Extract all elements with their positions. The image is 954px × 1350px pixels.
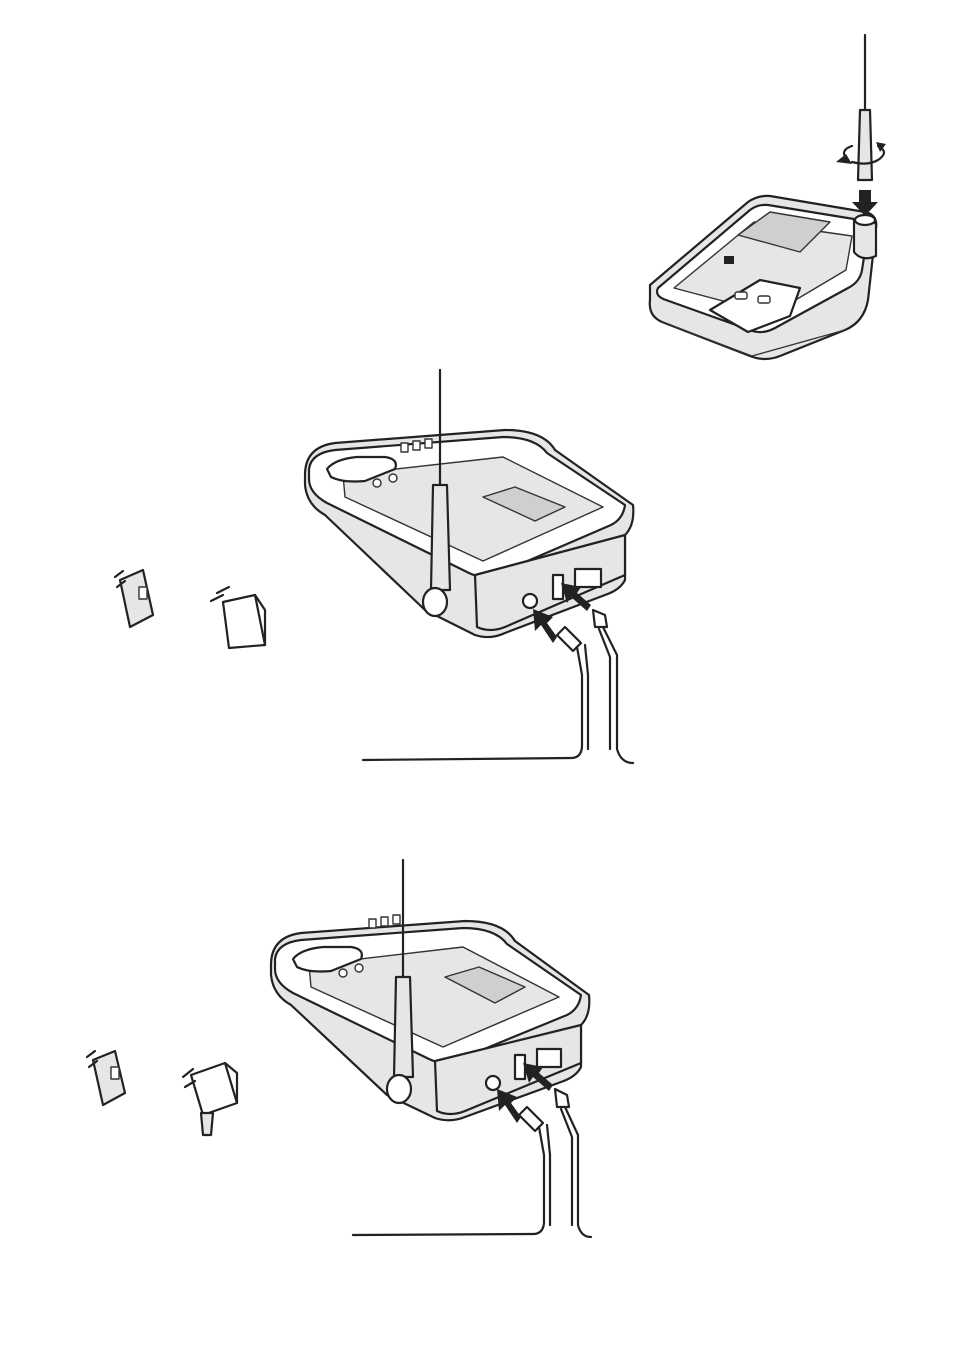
base-key-left (735, 292, 747, 299)
phone-plug (593, 610, 607, 627)
base-top-button-b (381, 917, 388, 926)
base-top-button-b (413, 441, 420, 450)
power-jack (523, 594, 537, 608)
plug-adapter-small (115, 570, 153, 627)
base-top-button-c (425, 439, 432, 448)
plug-adapter-small (87, 1051, 125, 1105)
base-button-2 (389, 474, 397, 482)
base-station-cables-illustration (95, 365, 640, 765)
base-button-2 (355, 964, 363, 972)
base-top-button-c (393, 915, 400, 924)
base-top-button-a (369, 919, 376, 928)
power-cable (363, 647, 582, 760)
line-jack (553, 575, 563, 599)
base-station-cables-illustration-2 (75, 855, 605, 1245)
base-top-button-a (401, 443, 408, 452)
power-cable (353, 1127, 544, 1235)
logo-mark (724, 256, 734, 264)
rj11-socket (575, 569, 601, 587)
power-jack (486, 1076, 500, 1090)
figure-connect-cables-2 (75, 855, 605, 1245)
antenna-body (394, 977, 413, 1077)
antenna-body (858, 110, 872, 180)
antenna-socket (855, 215, 875, 225)
phone-plug (555, 1089, 569, 1107)
plug-adapter-large (211, 587, 265, 648)
antenna-body (431, 485, 450, 590)
base-button-1 (373, 479, 381, 487)
antenna-joint (387, 1075, 411, 1103)
line-jack (515, 1055, 525, 1079)
figure-connect-cables-1 (95, 365, 640, 765)
rj11-socket (537, 1049, 561, 1067)
base-station-antenna-illustration (640, 30, 895, 365)
base-button-1 (339, 969, 347, 977)
antenna-joint (423, 588, 447, 616)
base-key-right (758, 296, 770, 303)
wall-adapter (183, 1063, 237, 1135)
figure-antenna-attach (640, 30, 895, 365)
phone-cable (603, 627, 633, 763)
